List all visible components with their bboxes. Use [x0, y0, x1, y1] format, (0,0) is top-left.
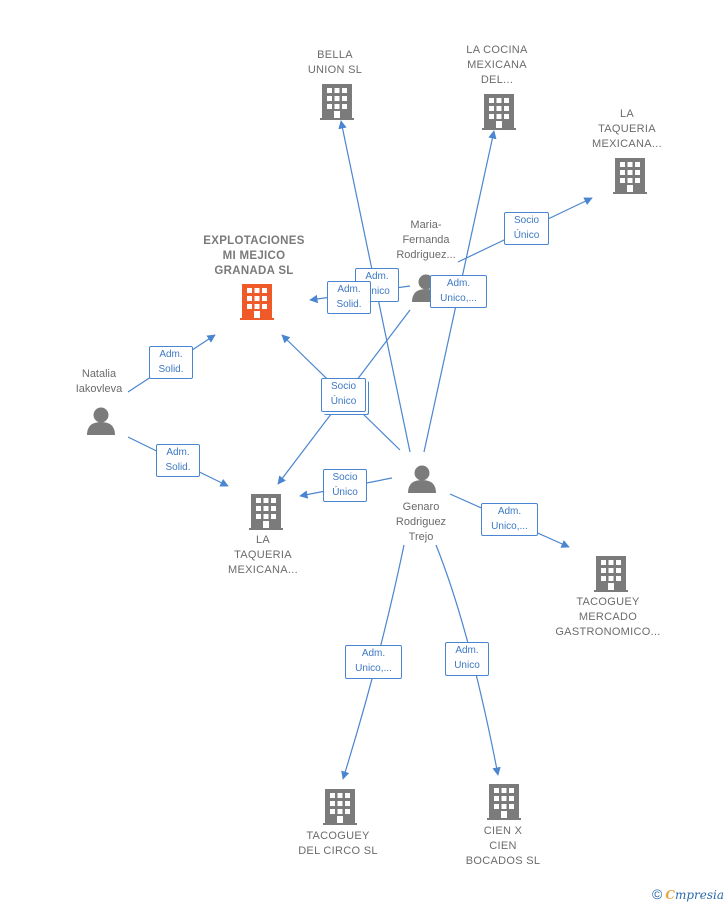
label-line: DEL CIRCO SL: [298, 845, 378, 857]
label-line: Iakovleva: [75, 383, 123, 395]
copyright-icon: ©: [652, 886, 663, 902]
label-line: MEXICANA: [467, 59, 527, 71]
label-line: LA: [255, 534, 271, 546]
label-line: TAQUERIA: [234, 549, 292, 561]
building-icon[interactable]: [240, 284, 274, 320]
empresia-logo: ©Cmpresia: [652, 886, 724, 902]
label-line: Maria-: [410, 219, 442, 231]
label-line: DEL...: [480, 74, 514, 86]
label-line: CIEN: [489, 840, 517, 852]
company-label-la-taqueria-left[interactable]: LA TAQUERIA MEXICANA...: [222, 533, 304, 578]
edge-label-line: Unico,...: [355, 663, 392, 674]
brand-initial: C: [665, 888, 675, 902]
edge-label-line: Adm.: [446, 278, 471, 289]
edge-label-line: Unico,...: [491, 521, 528, 532]
company-label-explotaciones[interactable]: EXPLOTACIONES MI MEJICO GRANADA SL: [194, 234, 314, 279]
label-line: MEXICANA...: [592, 138, 662, 150]
label-line: TACOGUEY: [306, 830, 370, 842]
edge-label-adm-solid[interactable]: Adm. Solid.: [327, 281, 371, 314]
edge-label-line: Solid.: [336, 299, 362, 310]
building-icon[interactable]: [249, 494, 283, 530]
person-label-genaro[interactable]: Genaro Rodriguez Trejo: [386, 500, 456, 545]
edge-label-line: Solid.: [158, 364, 184, 375]
edge-label-line: Único: [330, 396, 357, 407]
label-line: Rodriguez...: [396, 249, 456, 261]
edge-label-line: Unico: [454, 660, 480, 671]
label-line: TACOGUEY: [576, 596, 640, 608]
edge-label-line: Unico: [364, 286, 390, 297]
brand-name: mpresia: [674, 888, 724, 902]
edge-label-line: Unico,...: [440, 293, 477, 304]
edge-label-line: Adm.: [337, 284, 361, 295]
edge-label-adm-unico[interactable]: Adm. Unico,...: [430, 275, 487, 308]
label-line: MEXICANA...: [228, 564, 298, 576]
company-label-la-cocina[interactable]: LA COCINA MEXICANA DEL...: [458, 43, 536, 88]
label-line: LA: [619, 108, 635, 120]
edge-label-adm-unico[interactable]: Adm. Unico,...: [345, 645, 402, 679]
edge-label-socio-unico[interactable]: Socio Único: [323, 469, 367, 502]
building-icon[interactable]: [613, 158, 647, 194]
edge-label-line: Socio: [513, 215, 539, 226]
label-line: BOCADOS SL: [465, 855, 541, 867]
building-icon[interactable]: [487, 784, 521, 820]
edge-label-line: Socio: [332, 472, 358, 483]
label-line: Trejo: [408, 531, 434, 543]
edge-label-line: Adm.: [365, 271, 389, 282]
edge-label-socio-unico[interactable]: Socio Único: [321, 378, 366, 412]
person-label-natalia[interactable]: Natalia Iakovleva: [66, 367, 132, 397]
person-label-maria[interactable]: Maria- Fernanda Rodriguez...: [388, 218, 464, 263]
edge-label-line: Adm.: [361, 648, 386, 659]
edge-label-adm-solid[interactable]: Adm. Solid.: [149, 346, 193, 379]
edge-label-line: Socio: [330, 381, 356, 392]
label-line: UNION SL: [307, 64, 363, 76]
edge-label-line: Solid.: [165, 462, 191, 473]
building-icon[interactable]: [594, 556, 628, 592]
company-label-bella-union[interactable]: BELLA UNION SL: [300, 48, 370, 78]
edge-label-adm-unico[interactable]: Adm. Unico: [445, 642, 489, 676]
edge-label-line: Adm.: [455, 645, 479, 656]
edge-label-line: Único: [332, 487, 358, 498]
company-label-cien-x-cien[interactable]: CIEN X CIEN BOCADOS SL: [458, 824, 548, 869]
edge-label-line: Adm.: [166, 447, 190, 458]
label-line: Fernanda: [402, 234, 450, 246]
label-line: LA COCINA: [466, 44, 528, 56]
person-icon[interactable]: [87, 407, 115, 436]
label-line: MI MEJICO: [222, 250, 286, 262]
edge-label-line: Adm.: [497, 506, 522, 517]
person-icon[interactable]: [408, 465, 436, 494]
edge-label-adm-solid[interactable]: Adm. Solid.: [156, 444, 200, 477]
building-icon[interactable]: [482, 94, 516, 130]
label-line: Rodriguez: [395, 516, 447, 528]
edge-label-line: Único: [513, 230, 540, 241]
label-line: BELLA: [317, 49, 353, 61]
label-line: TAQUERIA: [598, 123, 656, 135]
label-line: Genaro: [402, 501, 440, 513]
building-icon[interactable]: [320, 84, 354, 120]
label-line: EXPLOTACIONES: [203, 235, 305, 247]
company-label-tacoguey-circo[interactable]: TACOGUEY DEL CIRCO SL: [290, 829, 386, 859]
company-label-la-taqueria-top[interactable]: LA TAQUERIA MEXICANA...: [586, 107, 668, 152]
edge-label-adm-unico[interactable]: Adm. Unico,...: [481, 503, 538, 536]
label-line: CIEN X: [483, 825, 523, 837]
edge-label-line: Adm.: [159, 349, 183, 360]
company-label-tacoguey-mercado[interactable]: TACOGUEY MERCADO GASTRONOMICO...: [552, 595, 664, 640]
label-line: MERCADO: [578, 611, 638, 623]
label-line: Natalia: [81, 368, 117, 380]
building-icon[interactable]: [323, 789, 357, 825]
edge-label-socio-unico[interactable]: Socio Único: [504, 212, 549, 245]
label-line: GRANADA SL: [214, 265, 294, 277]
label-line: GASTRONOMICO...: [555, 626, 661, 638]
